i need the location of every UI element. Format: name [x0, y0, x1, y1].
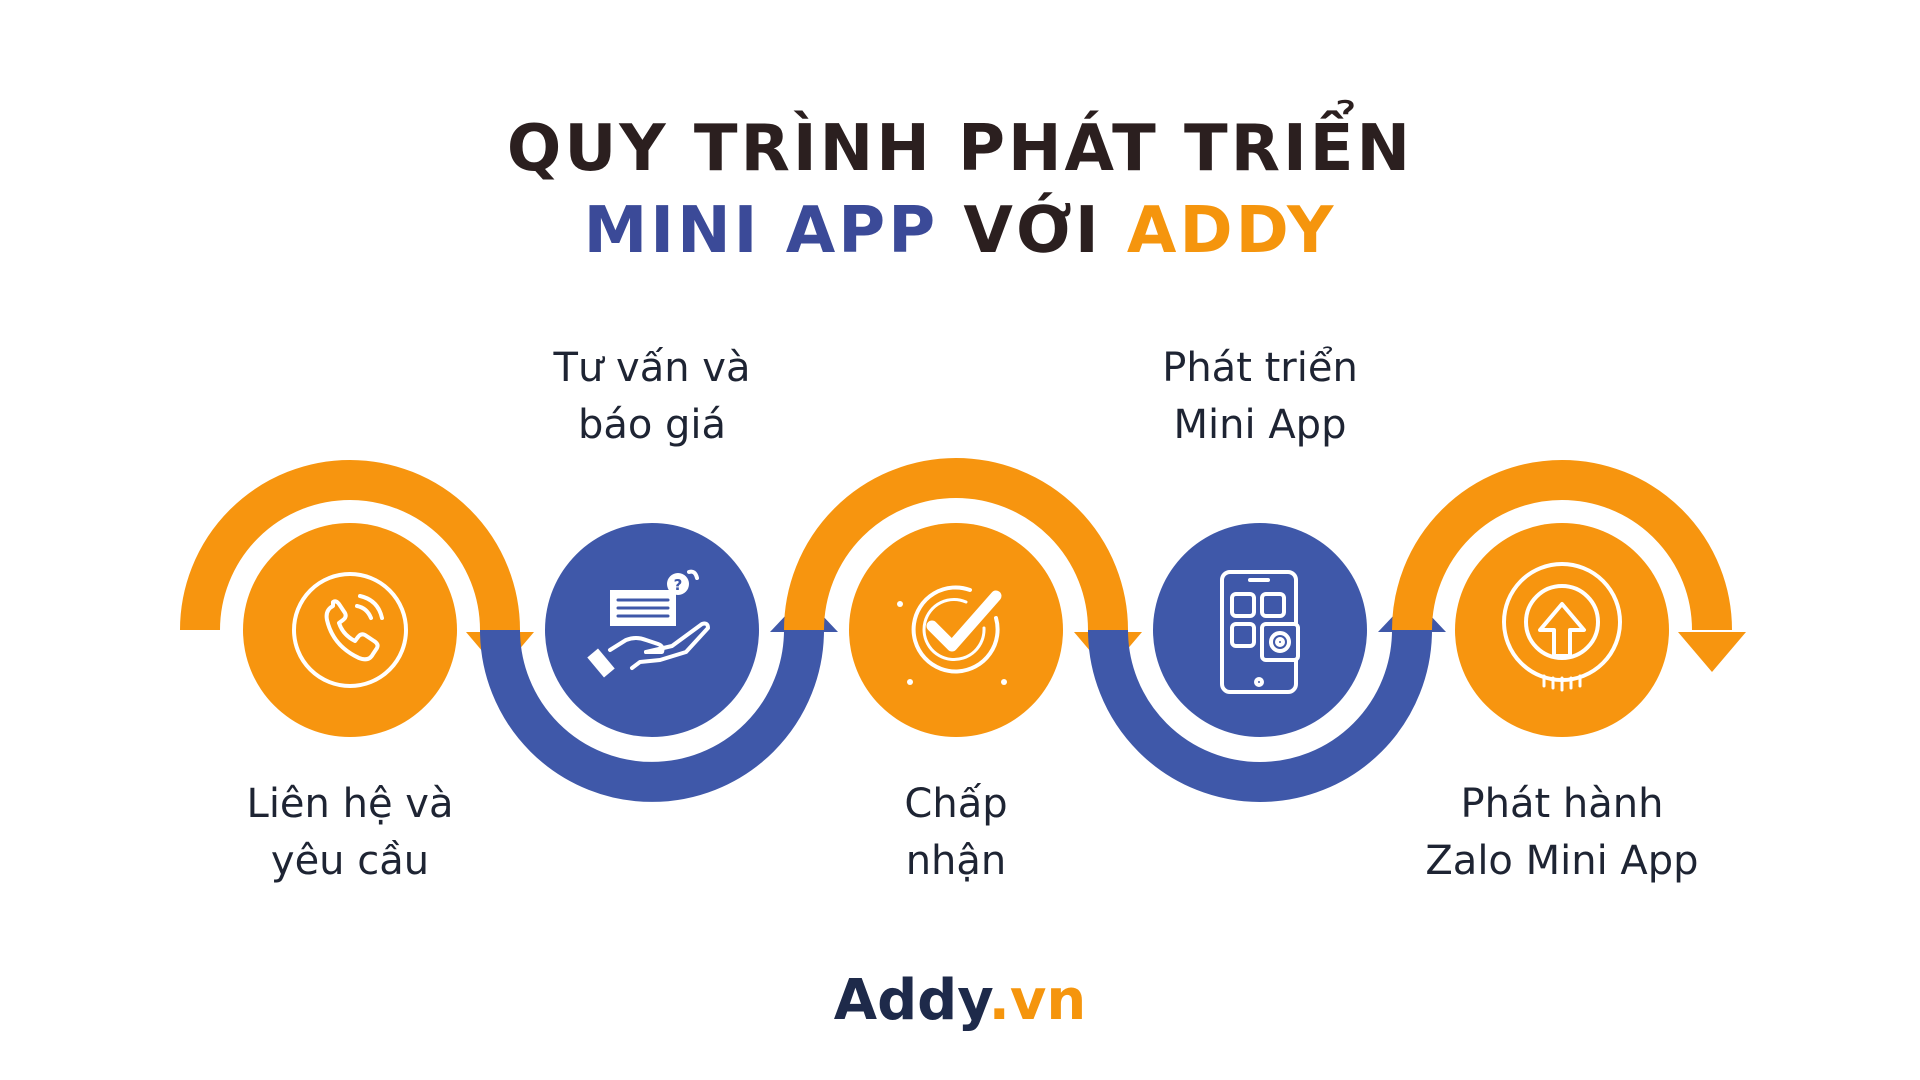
- phone-icon: [292, 572, 408, 688]
- step-1-label: Liên hệ và yêu cầu: [246, 781, 454, 884]
- title-line-1: QUY TRÌNH PHÁT TRIỂN: [506, 112, 1414, 186]
- connector-arcs: [180, 458, 1746, 802]
- upload-arrow-icon: [1502, 562, 1622, 692]
- checkmark-icon: [897, 585, 1007, 685]
- arc-step-5: [1392, 460, 1732, 631]
- arrowhead-step-5: [1678, 632, 1746, 672]
- arc-step-3: [784, 458, 1128, 631]
- arc-step-4: [1088, 629, 1432, 802]
- step-3-circle: [849, 523, 1063, 737]
- svg-text:?: ?: [674, 576, 683, 594]
- arc-step-1: [180, 460, 520, 631]
- step-3-label: Chấp nhận: [904, 781, 1008, 884]
- page-title: QUY TRÌNH PHÁT TRIỂN MINI APP VỚI ADDY: [0, 108, 1920, 272]
- step-nodes: [243, 523, 1669, 737]
- brand-logo: Addy.vn: [833, 968, 1087, 1033]
- step-5-circle: [1455, 523, 1669, 737]
- step-2-circle: [545, 523, 759, 737]
- arc-step-2: [480, 629, 824, 802]
- step-4-label: Phát triển Mini App: [1162, 345, 1358, 448]
- step-2-label: Tư vấn và báo giá: [553, 345, 751, 448]
- step-1-circle: [243, 523, 457, 737]
- consult-hand-icon: ?: [587, 569, 710, 678]
- title-line-2: MINI APP VỚI ADDY: [583, 194, 1337, 268]
- mobile-app-icon: [1220, 570, 1300, 694]
- step-5-label: Phát hành Zalo Mini App: [1425, 781, 1699, 884]
